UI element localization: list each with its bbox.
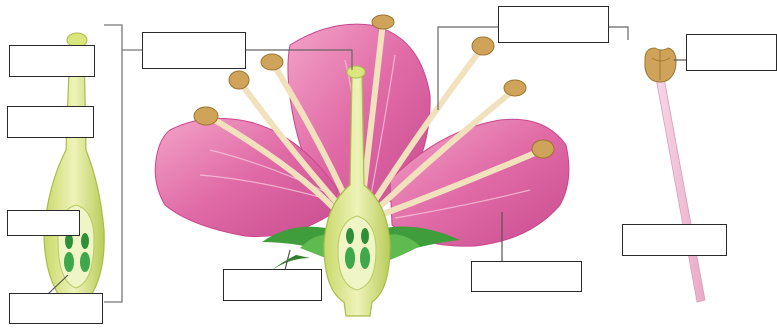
ovule bbox=[345, 247, 355, 269]
center-ovary-cavity bbox=[338, 216, 376, 290]
anther bbox=[261, 54, 283, 70]
label-box-filament[interactable] bbox=[622, 224, 727, 256]
label-box-ovule[interactable] bbox=[9, 293, 103, 324]
label-box-sepal[interactable] bbox=[223, 269, 322, 301]
anther bbox=[372, 15, 394, 29]
label-box-carpel[interactable] bbox=[142, 32, 246, 69]
sepal bbox=[272, 255, 310, 270]
ovule bbox=[64, 252, 74, 272]
ovule bbox=[361, 228, 369, 244]
ovule bbox=[360, 247, 370, 269]
anther bbox=[532, 140, 554, 158]
anther bbox=[194, 107, 218, 125]
ovule bbox=[80, 252, 90, 272]
leader-line bbox=[608, 27, 628, 40]
ovule bbox=[346, 228, 354, 244]
stamen-detail bbox=[645, 48, 705, 302]
label-box-stigma[interactable] bbox=[9, 45, 95, 77]
stamen-filament bbox=[656, 78, 705, 302]
anther bbox=[504, 80, 526, 96]
ovule bbox=[81, 233, 89, 249]
label-box-style[interactable] bbox=[7, 106, 94, 138]
anther bbox=[472, 37, 494, 55]
label-box-stamen[interactable] bbox=[498, 6, 609, 43]
label-box-ovary[interactable] bbox=[7, 210, 80, 236]
label-box-anther[interactable] bbox=[686, 34, 777, 71]
carpel-bracket bbox=[104, 25, 122, 302]
center-stigma bbox=[347, 66, 365, 78]
label-box-petal[interactable] bbox=[471, 261, 582, 292]
anther bbox=[229, 71, 249, 89]
